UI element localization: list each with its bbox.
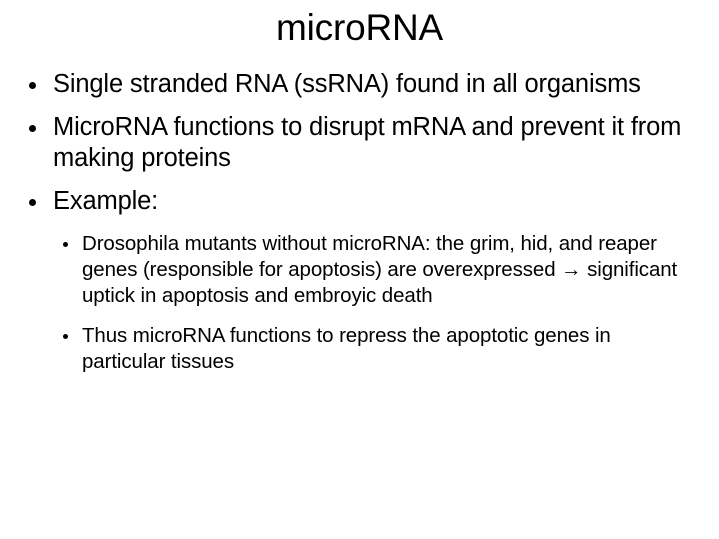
bullet-item-level1: Single stranded RNA (ssRNA) found in all… xyxy=(0,69,719,100)
bullet-text: MicroRNA functions to disrupt mRNA and p… xyxy=(53,113,682,172)
disc-bullet-icon xyxy=(29,125,36,132)
bullet-text: Example: xyxy=(53,187,159,215)
bullet-item-level2: Drosophila mutants without microRNA: the… xyxy=(0,231,719,309)
slide-body-content: Single stranded RNA (ssRNA) found in all… xyxy=(0,69,719,389)
bullet-text: Single stranded RNA (ssRNA) found in all… xyxy=(53,70,641,98)
disc-bullet-icon xyxy=(29,82,36,89)
disc-bullet-icon xyxy=(63,242,68,247)
bullet-text: Drosophila mutants without microRNA: the… xyxy=(82,232,678,307)
sub-bullet-list: Drosophila mutants without microRNA: the… xyxy=(0,231,719,375)
bullet-text: Thus microRNA functions to repress the a… xyxy=(82,324,611,373)
bullet-item-level1: MicroRNA functions to disrupt mRNA and p… xyxy=(0,112,719,174)
bullet-item-level1: Example: xyxy=(0,186,719,217)
disc-bullet-icon xyxy=(29,199,36,206)
slide-title: microRNA xyxy=(276,7,443,48)
disc-bullet-icon xyxy=(63,334,68,339)
bullet-item-level2: Thus microRNA functions to repress the a… xyxy=(0,323,719,375)
